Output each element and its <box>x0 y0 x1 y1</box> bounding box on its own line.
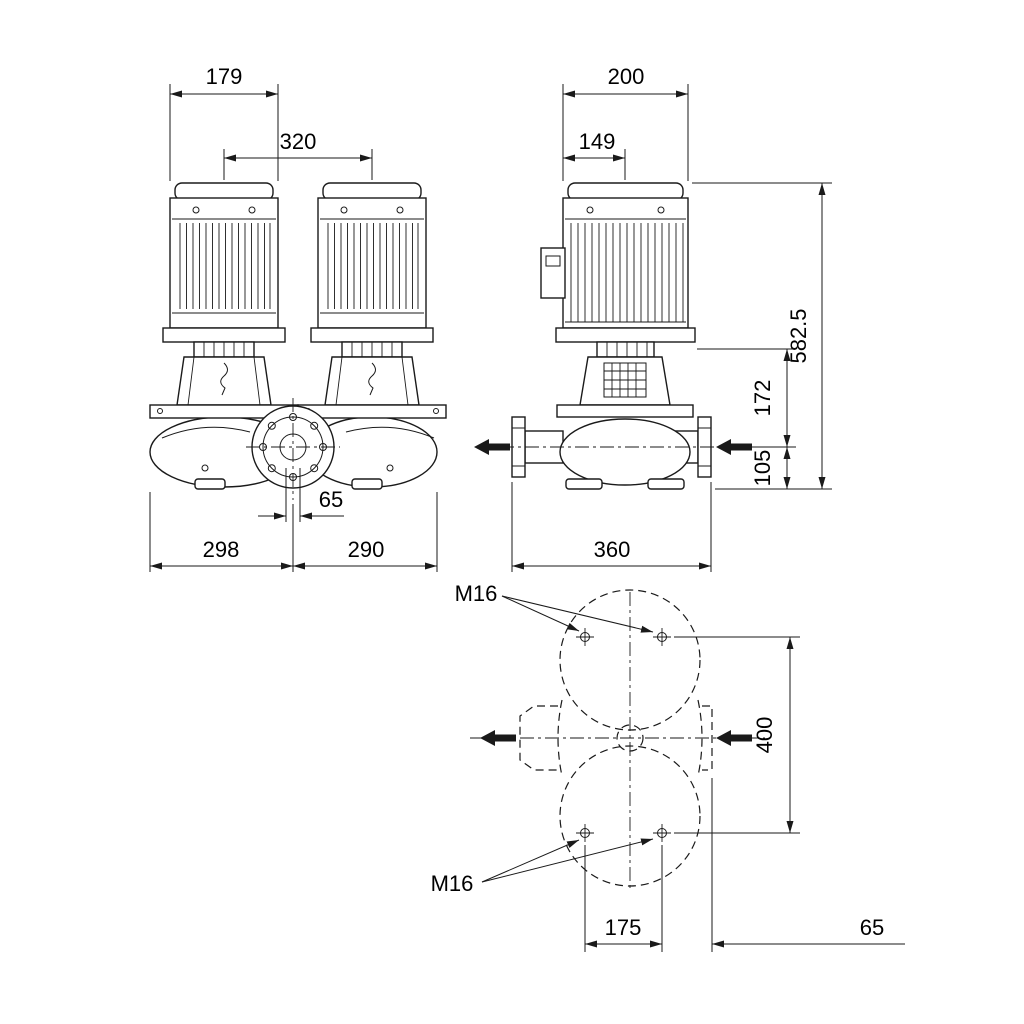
plan-left-flange <box>519 705 558 771</box>
dim-label-front-motor-width: 179 <box>206 64 243 89</box>
dim-label-side-total-height: 582.5 <box>786 308 811 363</box>
dim-label-side-motor-face-to-center: 149 <box>579 129 616 154</box>
dim-front-motor-width: 179 <box>169 64 279 181</box>
front-left-foot <box>194 478 226 490</box>
dim-label-side-flange-to-port: 172 <box>750 380 775 417</box>
dim-side-flange-to-port: 172 <box>697 348 796 447</box>
dim-label-plan-overall-length: 400 <box>752 717 777 754</box>
bolt-hole-bottom-left <box>575 823 595 843</box>
dim-side-motor-width: 200 <box>562 64 689 181</box>
dim-label-plan-bolt-spacing: 175 <box>605 915 642 940</box>
front-center-flange <box>246 398 340 500</box>
dim-label-front-port-offset: 65 <box>319 487 343 512</box>
dim-plan-overall-length: 400 <box>674 636 800 834</box>
dim-label-front-motor-spacing: 320 <box>280 129 317 154</box>
front-left-motor <box>149 182 299 419</box>
side-pump-casing <box>511 416 712 490</box>
side-view <box>474 182 752 490</box>
dim-label-side-base-width: 360 <box>594 537 631 562</box>
plan-view <box>470 589 765 888</box>
dim-side-total-height: 582.5 <box>692 182 832 490</box>
dim-front-width-right: 290 <box>293 492 438 572</box>
front-right-foot <box>351 478 383 490</box>
side-right-foot <box>647 478 685 490</box>
bolt-hole-bottom-right <box>652 823 672 843</box>
flow-arrow-side-left <box>474 439 510 455</box>
plan-right-flange <box>702 705 713 771</box>
bolt-hole-top-right <box>652 627 672 647</box>
callout-bolt-top: M16 <box>455 581 654 633</box>
dim-side-base-width: 360 <box>511 482 712 572</box>
dim-side-port-to-base: 105 <box>750 446 796 489</box>
flow-arrow-plan-left <box>480 730 516 746</box>
side-motor <box>540 182 696 418</box>
dim-label-front-width-left: 298 <box>203 537 240 562</box>
dim-label-plan-edge-offset: 65 <box>860 915 884 940</box>
dim-plan-bolt-spacing: 175 <box>584 845 663 952</box>
front-view <box>149 182 447 500</box>
dim-label-side-port-to-base: 105 <box>750 450 775 487</box>
flow-arrow-side-right <box>716 439 752 455</box>
dim-side-motor-face-to-center: 149 <box>563 129 626 180</box>
callout-label-bolt-bottom: M16 <box>431 871 474 896</box>
dim-front-port-offset: 65 <box>258 468 344 522</box>
dim-front-width-left: 298 <box>149 492 294 572</box>
flow-arrow-plan-right <box>716 730 752 746</box>
side-lantern <box>579 356 671 406</box>
callout-label-bolt-top: M16 <box>455 581 498 606</box>
dim-plan-edge-offset: 65 <box>711 778 905 952</box>
front-right-motor <box>297 182 447 419</box>
side-left-foot <box>565 478 603 490</box>
dim-front-motor-spacing: 320 <box>223 129 373 180</box>
dim-label-side-motor-width: 200 <box>608 64 645 89</box>
dim-label-front-width-right: 290 <box>348 537 385 562</box>
callout-bolt-bottom: M16 <box>431 838 654 896</box>
